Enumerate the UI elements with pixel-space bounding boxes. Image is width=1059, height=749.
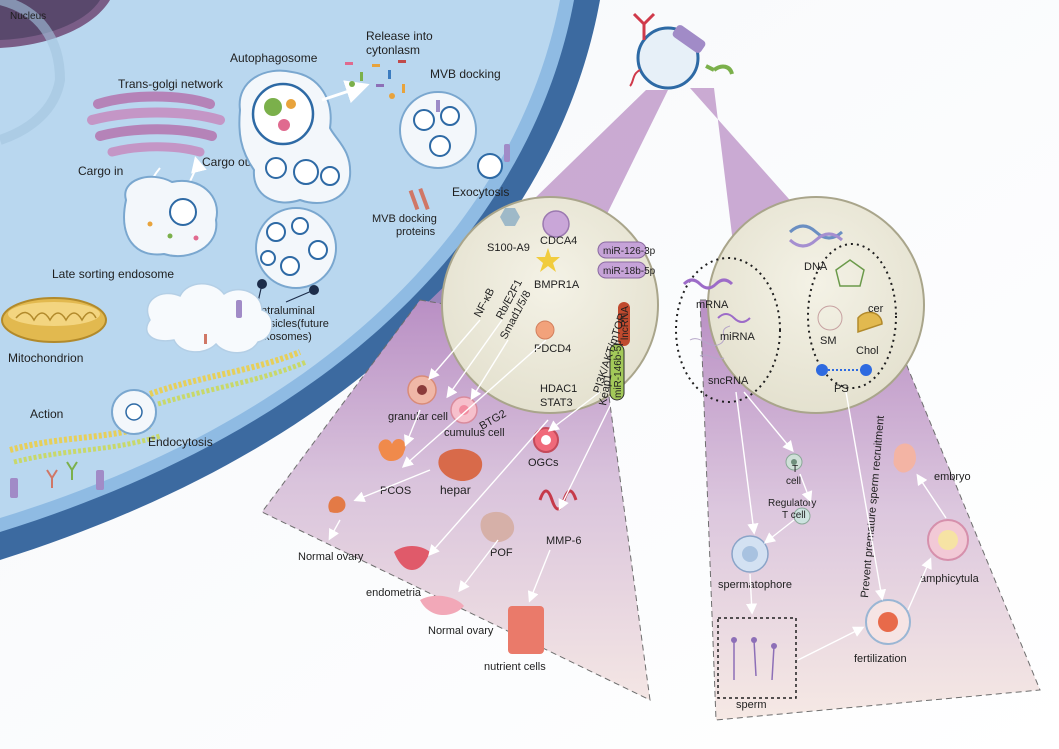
sm-label: SM xyxy=(820,335,837,347)
pof-label: POF xyxy=(490,547,513,559)
autophagosome-label: Autophagosome xyxy=(230,51,318,65)
mvb-docking-label: MVB docking xyxy=(430,67,501,81)
autophagosome xyxy=(238,69,352,204)
mitochondrion-label: Mitochondrion xyxy=(8,351,83,365)
nucleic-lipid-circle xyxy=(707,196,925,414)
sncrna-label: sncRNA xyxy=(708,375,749,387)
mitochondrion xyxy=(1,297,107,343)
left-pathway-arrows xyxy=(328,319,613,603)
spermatophore-label: spermatophore xyxy=(718,579,792,591)
lipid-icons xyxy=(816,259,883,376)
fertilization-label: fertilization xyxy=(854,653,907,665)
t-cell-label-1: T xyxy=(792,464,798,475)
mir126-label: miR-126-3p xyxy=(603,246,656,257)
endocytosis-label: Endocytosis xyxy=(148,435,213,449)
mir146b-label: miR-146b-5p xyxy=(613,340,624,398)
regulatory-label-1: Regulatory xyxy=(768,498,816,509)
membrane-receptors xyxy=(10,461,104,498)
rna-group-outline xyxy=(675,257,781,403)
late-sorting-endosome-label: Late sorting endosome xyxy=(52,267,174,281)
mrna-label: mRNA xyxy=(696,299,729,311)
regulatory-label-2: T cell xyxy=(782,510,806,521)
nutrient-cells-label: nutrient cells xyxy=(484,661,546,673)
ogcs-label: OGCs xyxy=(528,457,559,469)
trans-golgi-network xyxy=(87,91,225,157)
right-pathway-arrows xyxy=(735,391,947,661)
mvb-docking-proteins-label-2: proteins xyxy=(396,226,436,238)
pdcd4-label: PDCD4 xyxy=(534,343,571,355)
late-sorting-endosome xyxy=(145,283,273,354)
pcos-label: PCOS xyxy=(380,485,411,497)
right-targets-icons xyxy=(717,443,969,699)
mirna-label: miRNA xyxy=(720,331,755,343)
trans-golgi-label: Trans-golgi network xyxy=(118,77,224,91)
early-endosome xyxy=(123,175,218,258)
cdca4-label: CDCA4 xyxy=(540,235,577,247)
exocytosis-label: Exocytosis xyxy=(452,185,509,199)
dna-label: DNA xyxy=(804,261,828,273)
s100a9-label: S100-A9 xyxy=(487,242,530,254)
endometria-label: endometria xyxy=(366,587,422,599)
er-fold xyxy=(0,0,66,145)
rna-icons xyxy=(682,278,751,360)
amphicytula-label: amphicytula xyxy=(920,573,980,585)
keap1-label: Keap1 xyxy=(597,373,614,406)
cumulus-cell-label: cumulus cell xyxy=(444,427,505,439)
embryo-label: embryo xyxy=(934,471,971,483)
bmpr1a-label: BMPR1A xyxy=(534,279,580,291)
ilv-label-3: exosomes) xyxy=(258,331,312,343)
endocytosis-vesicle xyxy=(111,389,157,435)
lipid-group-outline xyxy=(807,243,897,389)
action-label: Action xyxy=(30,407,63,421)
mvb-docking xyxy=(399,91,477,169)
ps-label: PS xyxy=(834,383,849,395)
ilv-label-2: vesicles(future xyxy=(258,318,329,330)
t-cell-label-2: cell xyxy=(786,476,801,487)
exosome-top xyxy=(629,12,734,90)
ilv-label-1: Intraluminal xyxy=(258,305,315,317)
release-label-1: Release into xyxy=(366,29,433,43)
chol-label: Chol xyxy=(856,345,879,357)
normal-ovary-2-label: Normal ovary xyxy=(428,625,494,637)
docking-proteins xyxy=(408,187,430,211)
actin-filaments xyxy=(9,349,307,465)
mmp6-label: MMP-6 xyxy=(546,535,581,547)
granular-cell-label: granular cell xyxy=(388,411,448,423)
release-arrow xyxy=(321,80,370,104)
release-label-2: cytonlasm xyxy=(366,43,420,57)
exocytosis-vesicle xyxy=(477,144,510,179)
mvb-docking-proteins-label-1: MVB docking xyxy=(372,213,437,225)
dna-helix xyxy=(788,224,844,248)
stat3-label: STAT3 xyxy=(540,397,573,409)
hdac1-label: HDAC1 xyxy=(540,383,577,395)
multivesicular-body xyxy=(255,207,337,295)
protein-icons xyxy=(500,208,647,401)
left-targets-icons xyxy=(328,375,578,654)
cargo-out-label: Cargo out xyxy=(202,155,255,169)
hepar-label: hepar xyxy=(440,483,471,497)
mir18b-label: miR-18b-5p xyxy=(603,266,656,277)
sperm-label: sperm xyxy=(736,699,767,711)
released-cargo xyxy=(345,60,406,99)
cer-label: cer xyxy=(868,303,884,315)
ncrna-label: lncRNA xyxy=(620,306,631,340)
normal-ovary-1-label: Normal ovary xyxy=(298,551,364,563)
nucleus-label: Nucleus xyxy=(10,11,46,22)
cargo-in-label: Cargo in xyxy=(78,164,123,178)
